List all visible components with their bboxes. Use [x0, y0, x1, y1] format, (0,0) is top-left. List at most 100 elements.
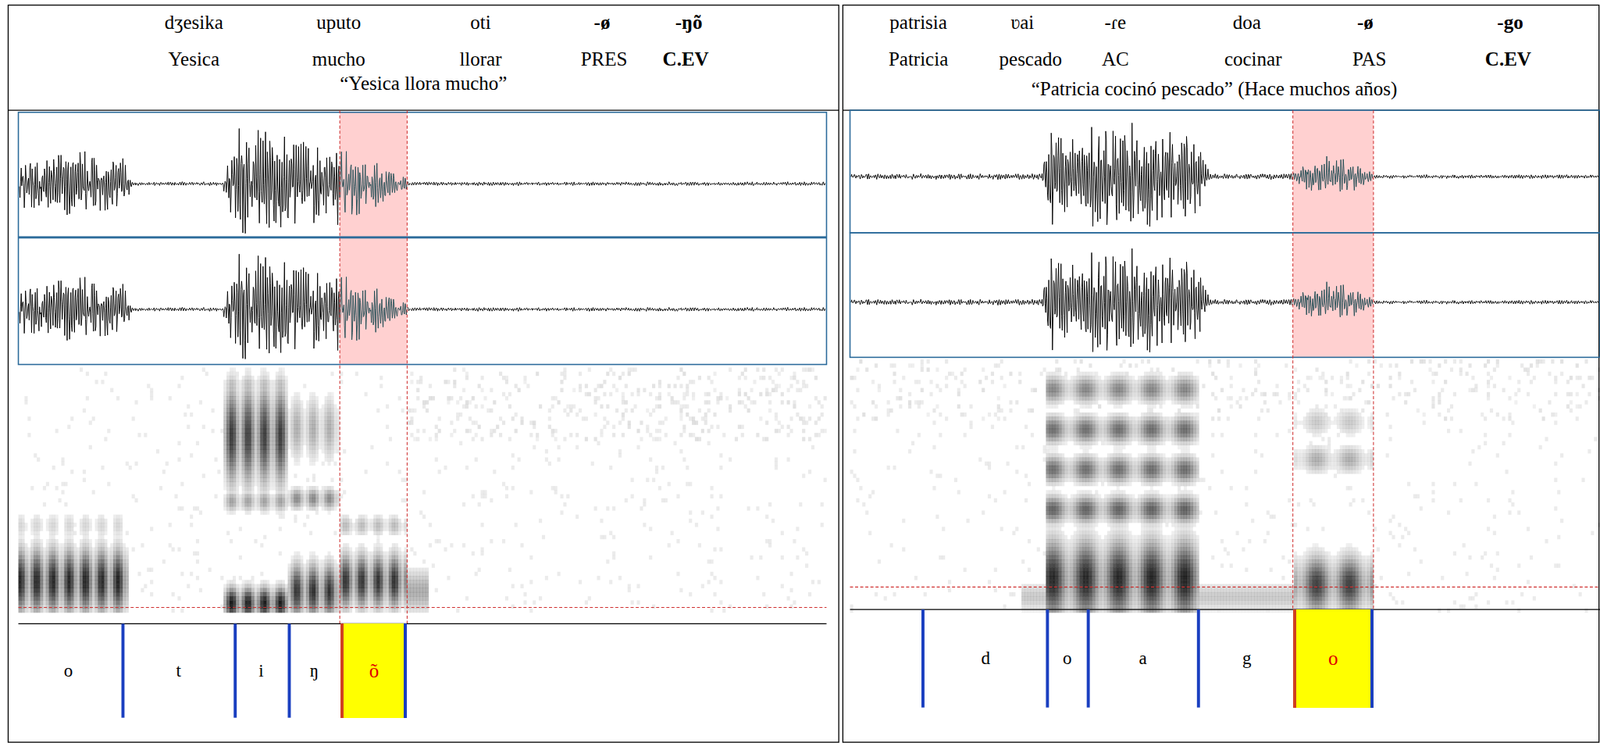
spectrogram-cell — [269, 399, 273, 404]
spectrogram-cell — [278, 465, 282, 470]
spectrogram-cell — [106, 546, 111, 551]
spectrogram-cell — [223, 599, 227, 604]
spectrogram-cell — [18, 595, 22, 600]
spectrogram-cell — [208, 567, 212, 572]
spectrogram-cell — [134, 461, 138, 466]
spectrogram-cell — [229, 448, 233, 453]
spectrogram-cell — [171, 591, 175, 596]
spectrogram-cell — [55, 591, 59, 596]
spectrogram-cell — [299, 399, 303, 404]
spectrogram-cell — [79, 555, 83, 560]
spectrogram-cell — [100, 599, 104, 604]
spectrogram-cell — [36, 551, 40, 556]
spectrogram-cell — [272, 399, 276, 404]
spectrogram-cell — [263, 587, 267, 592]
spectrogram-cell — [82, 534, 86, 539]
spectrogram-cell — [64, 583, 68, 588]
spectrogram-cell — [55, 608, 59, 613]
spectrogram-cell — [180, 571, 184, 576]
spectrogram-cell — [226, 587, 230, 592]
spectrogram-cell — [223, 379, 227, 384]
spectrogram-cell — [248, 456, 252, 461]
spectrogram-cell — [89, 595, 93, 600]
spectrogram-cell — [281, 395, 286, 400]
spectrogram-cell — [229, 375, 233, 380]
spectrogram-cell — [18, 579, 22, 584]
spectrogram-cell — [235, 587, 239, 592]
spectrogram-cell — [238, 587, 243, 592]
spectrogram-cell — [275, 399, 279, 404]
spectrogram-cell — [95, 575, 99, 580]
spectrogram-cell — [256, 456, 261, 461]
spectrogram-cell — [263, 436, 267, 441]
spectrogram-cell — [70, 526, 74, 531]
spectrogram-cell — [238, 599, 243, 604]
spectrogram-cell — [100, 555, 104, 560]
spectrogram-cell — [266, 595, 270, 600]
spectrogram-cell — [33, 522, 37, 527]
spectrogram-cell — [245, 591, 249, 596]
spectrogram-cell — [238, 445, 243, 449]
spectrogram-cell — [57, 555, 61, 560]
spectrogram-cell — [70, 416, 74, 421]
spectrogram-cell — [229, 485, 233, 490]
spectrogram-cell — [223, 424, 227, 429]
spectrogram-cell — [275, 604, 279, 609]
spectrogram-cell — [97, 559, 101, 564]
spectrogram-cell — [73, 608, 77, 613]
spectrogram-cell — [229, 587, 233, 592]
spectrogram-cell — [73, 551, 77, 556]
spectrogram-cell — [46, 604, 50, 609]
spectrogram-cell — [39, 587, 43, 592]
spectrogram-cell — [256, 432, 261, 437]
spectrogram-cell — [73, 587, 77, 592]
spectrogram-cell — [260, 489, 264, 494]
spectrogram-cell — [140, 587, 144, 592]
spectrogram-cell — [235, 445, 239, 449]
spectrogram-cell — [290, 567, 294, 572]
spectrogram-cell — [89, 583, 93, 588]
spectrogram-cell — [27, 604, 31, 609]
spectrogram-cell — [293, 489, 297, 494]
spectrogram-cell — [226, 530, 230, 535]
spectrogram-cell — [46, 591, 50, 596]
spectrogram-cell — [229, 441, 233, 446]
spectrogram-cell — [296, 599, 300, 604]
spectrogram-cell — [24, 563, 28, 567]
spectrogram-cell — [116, 575, 120, 580]
spectrogram-cell — [82, 563, 86, 567]
spectrogram-cell — [36, 534, 40, 539]
spectrogram-cell — [116, 571, 120, 576]
spectrogram-cell — [33, 563, 37, 567]
spectrogram-cell — [266, 428, 270, 433]
spectrogram-cell — [285, 452, 289, 457]
spectrogram-cell — [235, 583, 239, 588]
spectrogram-cell — [272, 583, 276, 588]
spectrogram-cell — [76, 595, 80, 600]
spectrogram-cell — [226, 371, 230, 376]
spectrogram-cell — [272, 481, 276, 486]
spectrogram-cell — [281, 473, 286, 478]
spectrogram-cell — [272, 412, 276, 417]
spectrogram-cell — [116, 579, 120, 584]
spectrogram-cell — [195, 551, 200, 556]
spectrogram-cell — [110, 575, 114, 580]
spectrogram-cell — [113, 608, 117, 613]
spectrogram-cell — [82, 567, 86, 572]
spectrogram-cell — [256, 473, 261, 478]
spectrogram-cell — [119, 526, 123, 531]
spectrogram-cell — [290, 599, 294, 604]
spectrogram-cell — [110, 546, 114, 551]
spectrogram-cell — [266, 485, 270, 490]
spectrogram-cell — [256, 391, 261, 396]
spectrogram-cell — [103, 583, 107, 588]
spectrogram-cell — [248, 412, 252, 417]
spectrogram-cell — [293, 485, 297, 490]
spectrogram-cell — [242, 587, 246, 592]
spectrogram-cell — [263, 448, 267, 453]
spectrogram-cell — [70, 522, 74, 527]
spectrogram-cell — [60, 575, 65, 580]
spectrogram-cell — [245, 473, 249, 478]
spectrogram-cell — [223, 388, 227, 392]
spectrogram-cell — [202, 473, 206, 478]
